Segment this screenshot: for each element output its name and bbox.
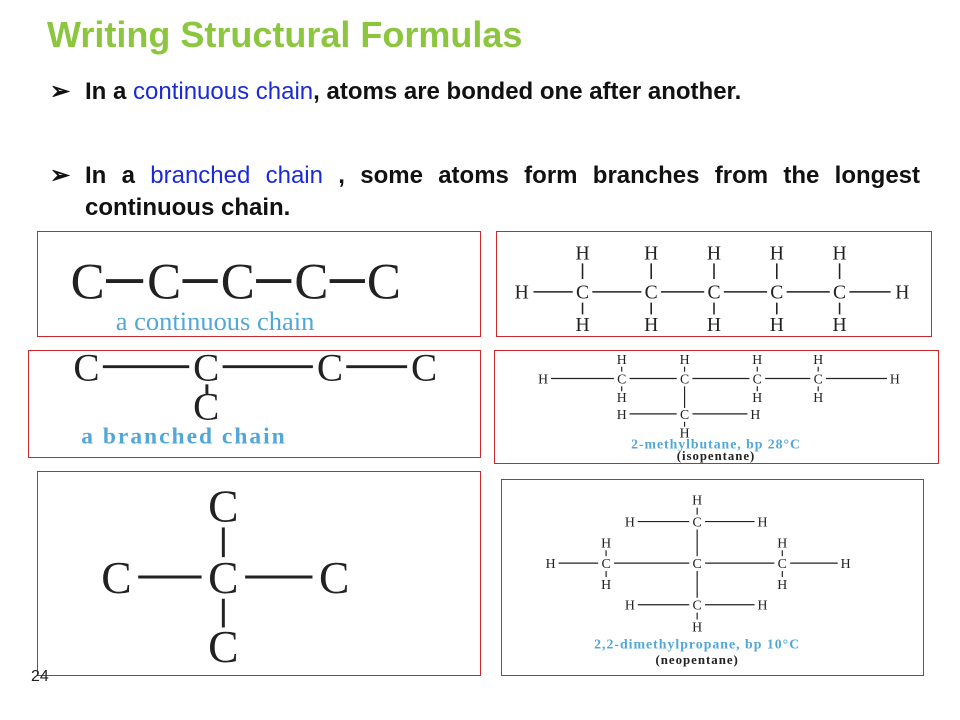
carbon-atom-label: C [208, 552, 238, 603]
hydrogen-atom-label: H [841, 556, 851, 571]
neopentane-skeleton-figure: C C C C C [37, 471, 481, 676]
hydrogen-atom-label: H [813, 352, 823, 367]
hydrogen-atom-label: H [575, 315, 589, 336]
caption-continuous-chain: a continuous chain [116, 306, 315, 336]
hydrogen-atom-label: H [515, 283, 529, 304]
hydrogen-atom-label: H [617, 407, 627, 422]
carbon-atom-label: C [778, 556, 787, 571]
carbon-atom-label: C [770, 283, 783, 304]
carbon-atom-label: C [317, 351, 343, 389]
hydrogen-atom-label: H [625, 598, 635, 613]
carbon-atom-label: C [208, 621, 238, 672]
continuous-chain-skeleton-figure: C C C C C a continuous chain [37, 231, 481, 337]
carbon-atom-label: C [576, 283, 589, 304]
hydrogen-atom-label: H [770, 243, 784, 264]
carbon-atom-label: C [693, 598, 702, 613]
hydrogen-atom-label: H [617, 352, 627, 367]
caption-neopentane: (neopentane) [655, 653, 738, 667]
carbon-atom-label: C [193, 351, 219, 389]
carbon-atom-label: C [753, 371, 762, 386]
hydrogen-atom-label: H [757, 515, 767, 530]
hydrogen-atom-label: H [752, 390, 762, 405]
hydrogen-atom-label: H [692, 619, 702, 634]
caption-branched-chain: a branched chain [81, 423, 286, 449]
bullet-text: In a continuous chain, atoms are bonded … [85, 78, 742, 105]
carbon-atom-label: C [680, 407, 689, 422]
arrow-bullet-icon: ➢ [50, 78, 71, 105]
hydrogen-atom-label: H [777, 535, 787, 550]
carbon-atom-label: C [693, 556, 702, 571]
hydrogen-atom-label: H [680, 352, 690, 367]
carbon-atom-label: C [147, 255, 181, 311]
carbon-atom-label: C [71, 255, 105, 311]
highlight-term: branched chain [150, 162, 323, 189]
carbon-atom-label: C [319, 552, 349, 603]
carbon-atom-label: C [833, 283, 846, 304]
caption-methylbutane: 2-methylbutane, bp 28°C [631, 436, 801, 451]
hydrogen-atom-label: H [575, 243, 589, 264]
hydrogen-atom-label: H [895, 283, 909, 304]
hydrogen-atom-label: H [644, 243, 658, 264]
hydrogen-atom-label: H [617, 390, 627, 405]
carbon-atom-label: C [617, 371, 626, 386]
carbon-atom-label: C [221, 255, 255, 311]
hydrogen-atom-label: H [757, 598, 767, 613]
bullet-continuous-chain: ➢ In a continuous chain, atoms are bonde… [50, 76, 920, 108]
hydrogen-atom-label: H [625, 515, 635, 530]
carbon-atom-label: C [645, 283, 658, 304]
caption-isopentane: (isopentane) [677, 449, 755, 463]
carbon-atom-label: C [707, 283, 720, 304]
hydrogen-atom-label: H [777, 577, 787, 592]
carbon-atom-label: C [680, 371, 689, 386]
carbon-atom-label: C [208, 481, 238, 532]
hydrogen-atom-label: H [770, 315, 784, 336]
hydrogen-atom-label: H [601, 577, 611, 592]
branched-chain-skeleton-figure: C C C C C a branched chain [28, 350, 481, 458]
bullet-text: In a branched chain , some atoms form br… [85, 162, 921, 221]
carbon-atom-label: C [294, 255, 328, 311]
hydrogen-atom-label: H [707, 243, 721, 264]
hydrogen-atom-label: H [546, 556, 556, 571]
caption-dimethylpropane: 2,2-dimethylpropane, bp 10°C [594, 636, 800, 651]
carbon-atom-label: C [814, 371, 823, 386]
hydrogen-atom-label: H [680, 425, 690, 440]
arrow-bullet-icon: ➢ [50, 162, 71, 189]
hydrogen-atom-label: H [707, 315, 721, 336]
carbon-atom-label: C [693, 515, 702, 530]
hydrogen-atom-label: H [538, 371, 548, 386]
highlight-term: continuous chain [133, 78, 314, 105]
hydrogen-atom-label: H [890, 371, 900, 386]
carbon-atom-label: C [601, 556, 610, 571]
hydrogen-atom-label: H [750, 407, 760, 422]
carbon-atom-label: C [411, 351, 437, 389]
hydrogen-atom-label: H [832, 243, 846, 264]
hydrogen-atom-label: H [752, 352, 762, 367]
hydrogen-atom-label: H [644, 315, 658, 336]
hydrogen-atom-label: H [813, 390, 823, 405]
hydrogen-atom-label: H [832, 315, 846, 336]
hydrogen-atom-label: H [601, 535, 611, 550]
carbon-atom-label: C [367, 255, 401, 311]
page-number: 24 [31, 668, 49, 685]
bullet-branched-chain: ➢ In a branched chain , some atoms form … [50, 160, 920, 224]
carbon-atom-label: C [101, 552, 131, 603]
hydrogen-atom-label: H [692, 493, 702, 508]
slide-title: Writing Structural Formulas [47, 14, 523, 55]
carbon-atom-label: C [73, 351, 99, 389]
